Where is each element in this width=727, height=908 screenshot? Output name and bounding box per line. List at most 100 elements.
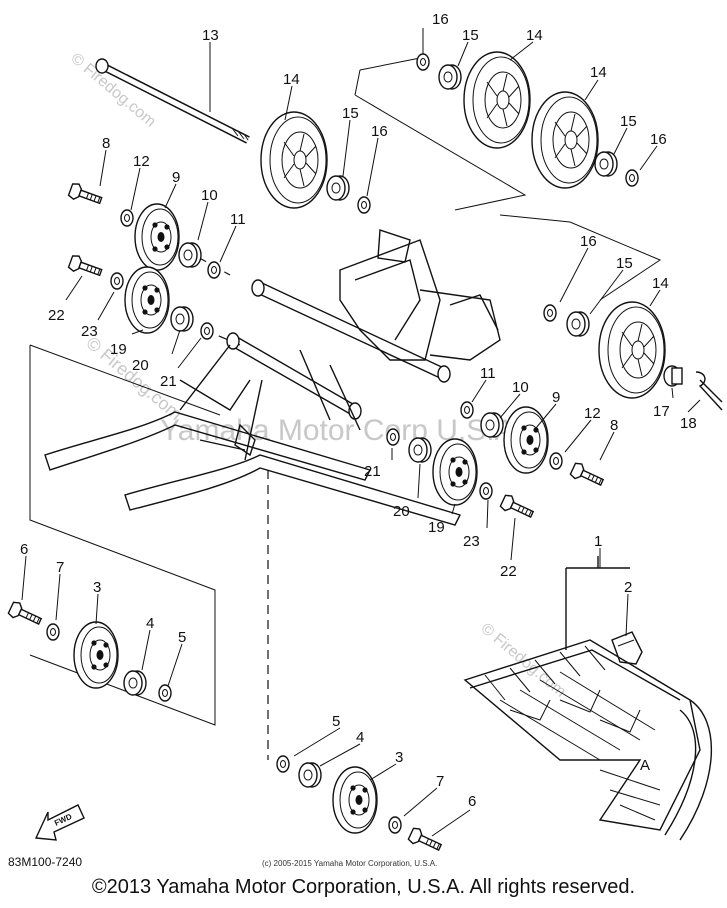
callout-5: 5: [178, 629, 186, 646]
drive-track: [463, 639, 713, 841]
callout-19: 19: [428, 519, 445, 536]
callout-11: 11: [230, 211, 246, 228]
circlip: [207, 261, 221, 279]
washer: [46, 623, 60, 641]
bearing: [123, 670, 147, 696]
callout-16: 16: [432, 11, 449, 28]
bolt: [6, 599, 45, 630]
circlip: [357, 196, 371, 214]
callout-15: 15: [342, 105, 359, 122]
callout-16: 16: [580, 233, 597, 250]
bolt: [406, 825, 445, 856]
washer: [549, 452, 563, 470]
callout-22: 22: [48, 307, 65, 324]
bearing: [438, 64, 462, 90]
circlip: [276, 755, 290, 773]
bearing: [480, 412, 504, 438]
washer: [388, 816, 402, 834]
guide-wheel: [124, 266, 170, 334]
circlip: [543, 304, 557, 322]
callout-23: 23: [81, 323, 98, 340]
callout-22: 22: [500, 563, 517, 580]
callout-12: 12: [133, 153, 150, 170]
rear-idler-wheel: [463, 51, 531, 149]
callout-15: 15: [462, 27, 479, 44]
callout-16: 16: [371, 123, 388, 140]
bearing: [178, 242, 202, 268]
guide-outline-left: [29, 344, 221, 726]
callout-15: 15: [620, 113, 637, 130]
callout-16: 16: [650, 131, 667, 148]
bolt: [498, 492, 537, 523]
washer: [479, 482, 493, 500]
callout-7: 7: [56, 559, 64, 576]
bolt: [67, 181, 105, 209]
watermark: Yamaha Motor Corp U.S.A.: [160, 414, 523, 447]
guide-outline-top: [354, 57, 527, 211]
guide-wheel: [503, 406, 549, 474]
fwd-arrow-icon: FWD: [34, 804, 85, 841]
callout-14: 14: [590, 64, 607, 81]
circlip: [158, 684, 172, 702]
part-code: 83M100-7240: [8, 855, 82, 869]
circlip: [386, 428, 400, 446]
callout-5: 5: [332, 713, 340, 730]
bearing: [594, 151, 618, 177]
rear-idler-wheel: [531, 91, 599, 189]
leader-lines: [21, 28, 701, 837]
callout-20: 20: [132, 357, 149, 374]
bolt: [67, 253, 105, 281]
callout-3: 3: [395, 749, 403, 766]
callout-11: 11: [480, 365, 496, 382]
circlip: [460, 401, 474, 419]
washer: [120, 209, 134, 227]
callout-7: 7: [436, 773, 444, 790]
callout-4: 4: [146, 615, 154, 632]
circlip: [625, 169, 639, 187]
parts-diagram: © Firedog.com © Firedog.com Yamaha Motor…: [6, 11, 723, 869]
footer-copyright: ©2013 Yamaha Motor Corporation, U.S.A. A…: [91, 876, 636, 898]
callout-20: 20: [393, 503, 410, 520]
idler-wheel: [332, 766, 378, 834]
circlip: [200, 322, 214, 340]
callout-12: 12: [584, 405, 601, 422]
callout-21: 21: [160, 373, 177, 390]
callout-9: 9: [172, 169, 180, 186]
bearing: [326, 175, 350, 201]
bearing: [408, 437, 432, 463]
suspension-frame: [44, 229, 501, 526]
side-idler-wheel: [598, 301, 666, 399]
callout-21: 21: [364, 463, 381, 480]
callout-23: 23: [463, 533, 480, 550]
callout-8: 8: [102, 135, 110, 152]
front-idler-wheel: [260, 111, 328, 209]
callout-13: 13: [202, 27, 219, 44]
callout-14: 14: [652, 275, 669, 292]
small-copyright: (c) 2005-2015 Yamaha Motor Corporation, …: [262, 859, 437, 868]
track-bracket: [565, 556, 630, 650]
callout-2: 2: [624, 579, 632, 596]
track-ref-label: A: [640, 757, 650, 774]
bearing: [170, 306, 194, 332]
callout-17: 17: [653, 403, 670, 420]
callout-6: 6: [468, 793, 476, 810]
callout-6: 6: [20, 541, 28, 558]
callout-19: 19: [110, 341, 127, 358]
callout-4: 4: [356, 729, 364, 746]
bearing: [566, 311, 590, 337]
callout-8: 8: [610, 417, 618, 434]
callout-10: 10: [512, 379, 529, 396]
guide-wheel: [134, 203, 180, 271]
circlip: [416, 53, 430, 71]
axle-rod: [95, 58, 250, 144]
callout-14: 14: [283, 71, 300, 88]
track-clip: [611, 631, 643, 665]
callout-18: 18: [680, 415, 697, 432]
bolt: [568, 460, 607, 491]
callout-3: 3: [93, 579, 101, 596]
callout-1: 1: [594, 533, 602, 550]
bearing: [298, 762, 322, 788]
idler-wheel: [73, 621, 119, 689]
cap: [663, 365, 683, 387]
washer: [110, 272, 124, 290]
